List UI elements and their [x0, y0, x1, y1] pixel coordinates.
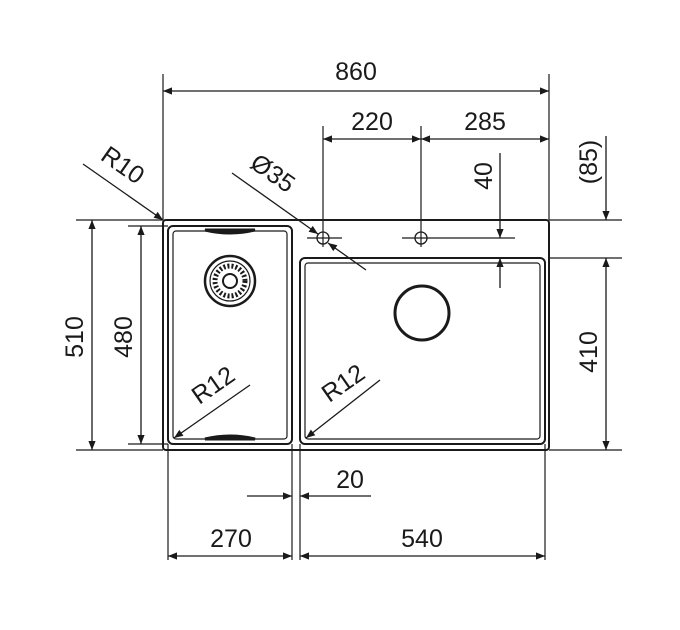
tap-hole-right: [402, 231, 515, 245]
dim-small-bowl-depth: 480: [110, 316, 138, 358]
dim-tap-to-edge: 285: [464, 108, 506, 136]
dim-top-to-bowl: (85): [575, 140, 603, 184]
dim-large-bowl-depth: 410: [575, 331, 603, 373]
leader-d35-tail: [327, 242, 367, 271]
dim-overall-depth: 510: [61, 316, 89, 358]
dim-overall-width: 860: [335, 58, 377, 86]
sink-outline: [162, 219, 550, 451]
leader-r10: [82, 163, 164, 221]
leader-r12-right: [305, 379, 381, 439]
drain-hole-icon: [393, 284, 451, 342]
tap-hole-left: [307, 231, 342, 245]
dim-large-bowl-radius: R12: [317, 359, 371, 408]
dim-bowl-gap: 20: [336, 466, 364, 494]
leader-r12-left: [173, 384, 251, 439]
dim-large-bowl-width: 540: [401, 525, 443, 553]
drain-strainer-icon: [203, 254, 257, 308]
dim-tap-offset: 40: [470, 162, 498, 190]
large-bowl: [299, 257, 546, 445]
dim-outer-radius: R10: [96, 141, 150, 190]
dim-tap-diameter: Ø35: [245, 148, 300, 198]
leader-d35: [231, 172, 319, 235]
small-bowl: [167, 225, 293, 445]
dim-tap-spacing: 220: [351, 108, 393, 136]
dim-small-bowl-width: 270: [210, 525, 252, 553]
dim-small-bowl-radius: R12: [187, 361, 241, 410]
